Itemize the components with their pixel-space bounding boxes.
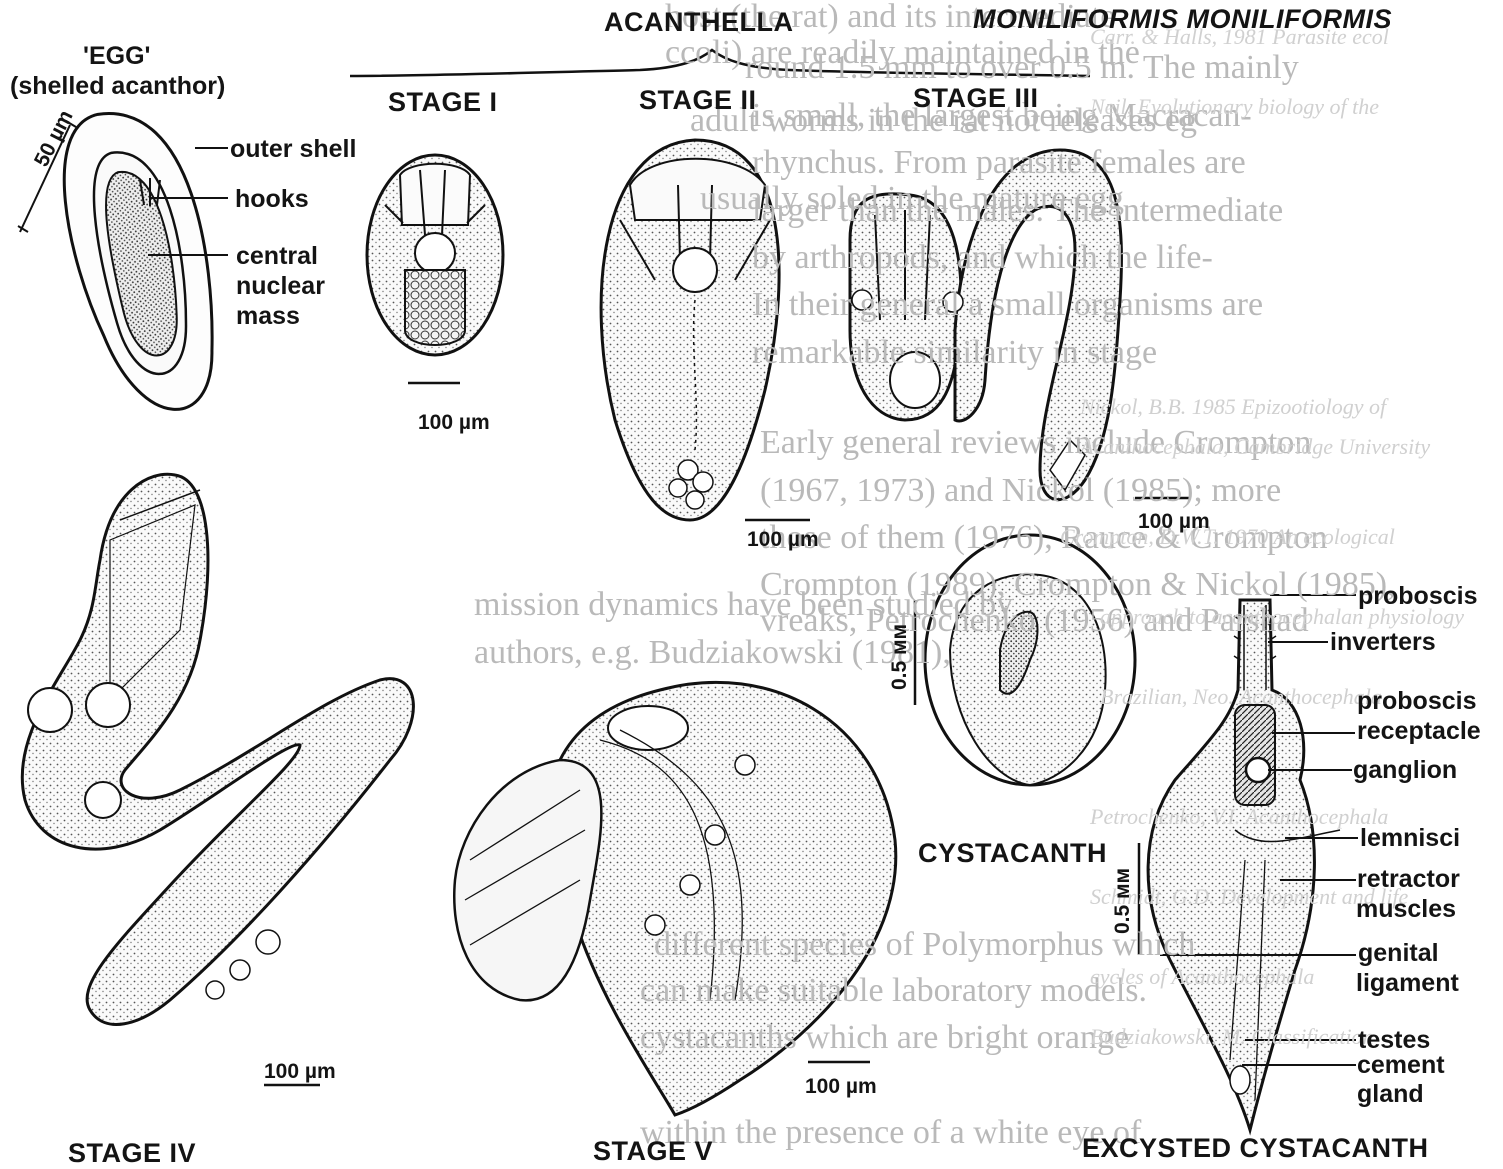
bleed-line: (1967, 1973) and Nickol (1985); more	[760, 468, 1281, 514]
retractor-label: retractor	[1357, 866, 1460, 894]
gland-label: gland	[1357, 1081, 1424, 1109]
outer-shell-label: outer shell	[230, 136, 356, 164]
genital-label: genital	[1358, 940, 1439, 968]
excysted-title: EXCYSTED CYSTACANTH	[1082, 1134, 1429, 1164]
bleed-line: Neil, Evolutionary biology of the	[1090, 90, 1379, 124]
bleed-line: mission dynamics have been studied by	[474, 582, 1013, 628]
nuclear-label: nuclear	[236, 273, 325, 301]
stage2-scale-label: 100 µm	[747, 528, 819, 551]
species-title: MONILIFORMIS MONILIFORMIS	[973, 5, 1392, 35]
cystacanth-scale-label: 0.5 мм	[888, 624, 911, 690]
stage5-scale-label: 100 µm	[805, 1075, 877, 1098]
stage1-scale-label: 100 µm	[418, 411, 490, 434]
bleed-line: Brazilian, Neo. Acanthocephala	[1100, 680, 1382, 714]
bleed-line: can make suitable laboratory models.	[640, 968, 1147, 1014]
bleed-line: larger than the males. The intermediate	[752, 188, 1283, 234]
bleed-line: rhynchus. From parasite females are	[752, 140, 1246, 186]
acanthella-label: ACANTHELLA	[604, 8, 793, 38]
stage5-label: STAGE V	[593, 1137, 713, 1167]
bleed-line: by arthropods, and which the life-	[752, 235, 1213, 281]
bleed-line: Petrochenko, V.I. Acanthocephala	[1090, 800, 1388, 834]
mass-label: mass	[236, 303, 300, 331]
bleed-line: cycles of Acanthocephala	[1090, 960, 1314, 994]
proboscis-label: proboscis	[1358, 583, 1477, 611]
egg-title: 'EGG'	[83, 43, 150, 71]
bleed-line: authors, e.g. Budziakowski (1981),	[474, 630, 951, 676]
stage1-drawing	[367, 155, 503, 383]
stage4-drawing	[22, 474, 413, 1085]
bleed-line: Nickol, B.B. 1985 Epizootiology of	[1080, 390, 1386, 424]
hooks-label: hooks	[235, 186, 309, 214]
stage1-label: STAGE I	[388, 88, 498, 118]
egg-subtitle: (shelled acanthor)	[10, 73, 225, 101]
muscles-label: muscles	[1356, 896, 1456, 924]
stage4-label: STAGE IV	[68, 1139, 196, 1169]
bleed-line: Budziakowski, M. Classification	[1090, 1020, 1374, 1054]
proboscis-receptacle-label-2: receptacle	[1357, 718, 1481, 746]
inverters-label: inverters	[1330, 629, 1436, 657]
bleed-line: Crompton, D.W.T. 1970 An ecological	[1060, 520, 1395, 554]
excysted-scale-label: 0.5 мм	[1111, 868, 1134, 934]
central-label: central	[236, 243, 318, 271]
stage2-label: STAGE II	[639, 86, 757, 116]
bleed-line: Acanthocephala, Cambridge University	[1080, 430, 1430, 464]
bleed-line: remarkable similarity in stage	[752, 330, 1157, 376]
stage3-label: STAGE III	[913, 84, 1039, 114]
cystacanth-title: CYSTACANTH	[918, 839, 1107, 869]
stage4-scale-label: 100 µm	[264, 1060, 336, 1083]
stage3-scale-label: 100 µm	[1138, 510, 1210, 533]
cement-label: cement	[1357, 1052, 1445, 1080]
bleed-line: cystacanths which are bright orange	[640, 1015, 1129, 1061]
ganglion-label: ganglion	[1353, 757, 1457, 785]
bleed-line: In their general a small organisms are	[752, 282, 1263, 328]
ligament-label: ligament	[1356, 970, 1459, 998]
bleed-line: within the presence of a white eye of	[640, 1110, 1141, 1156]
proboscis-receptacle-label-1: proboscis	[1357, 688, 1476, 716]
lemnisci-label: lemnisci	[1360, 825, 1460, 853]
